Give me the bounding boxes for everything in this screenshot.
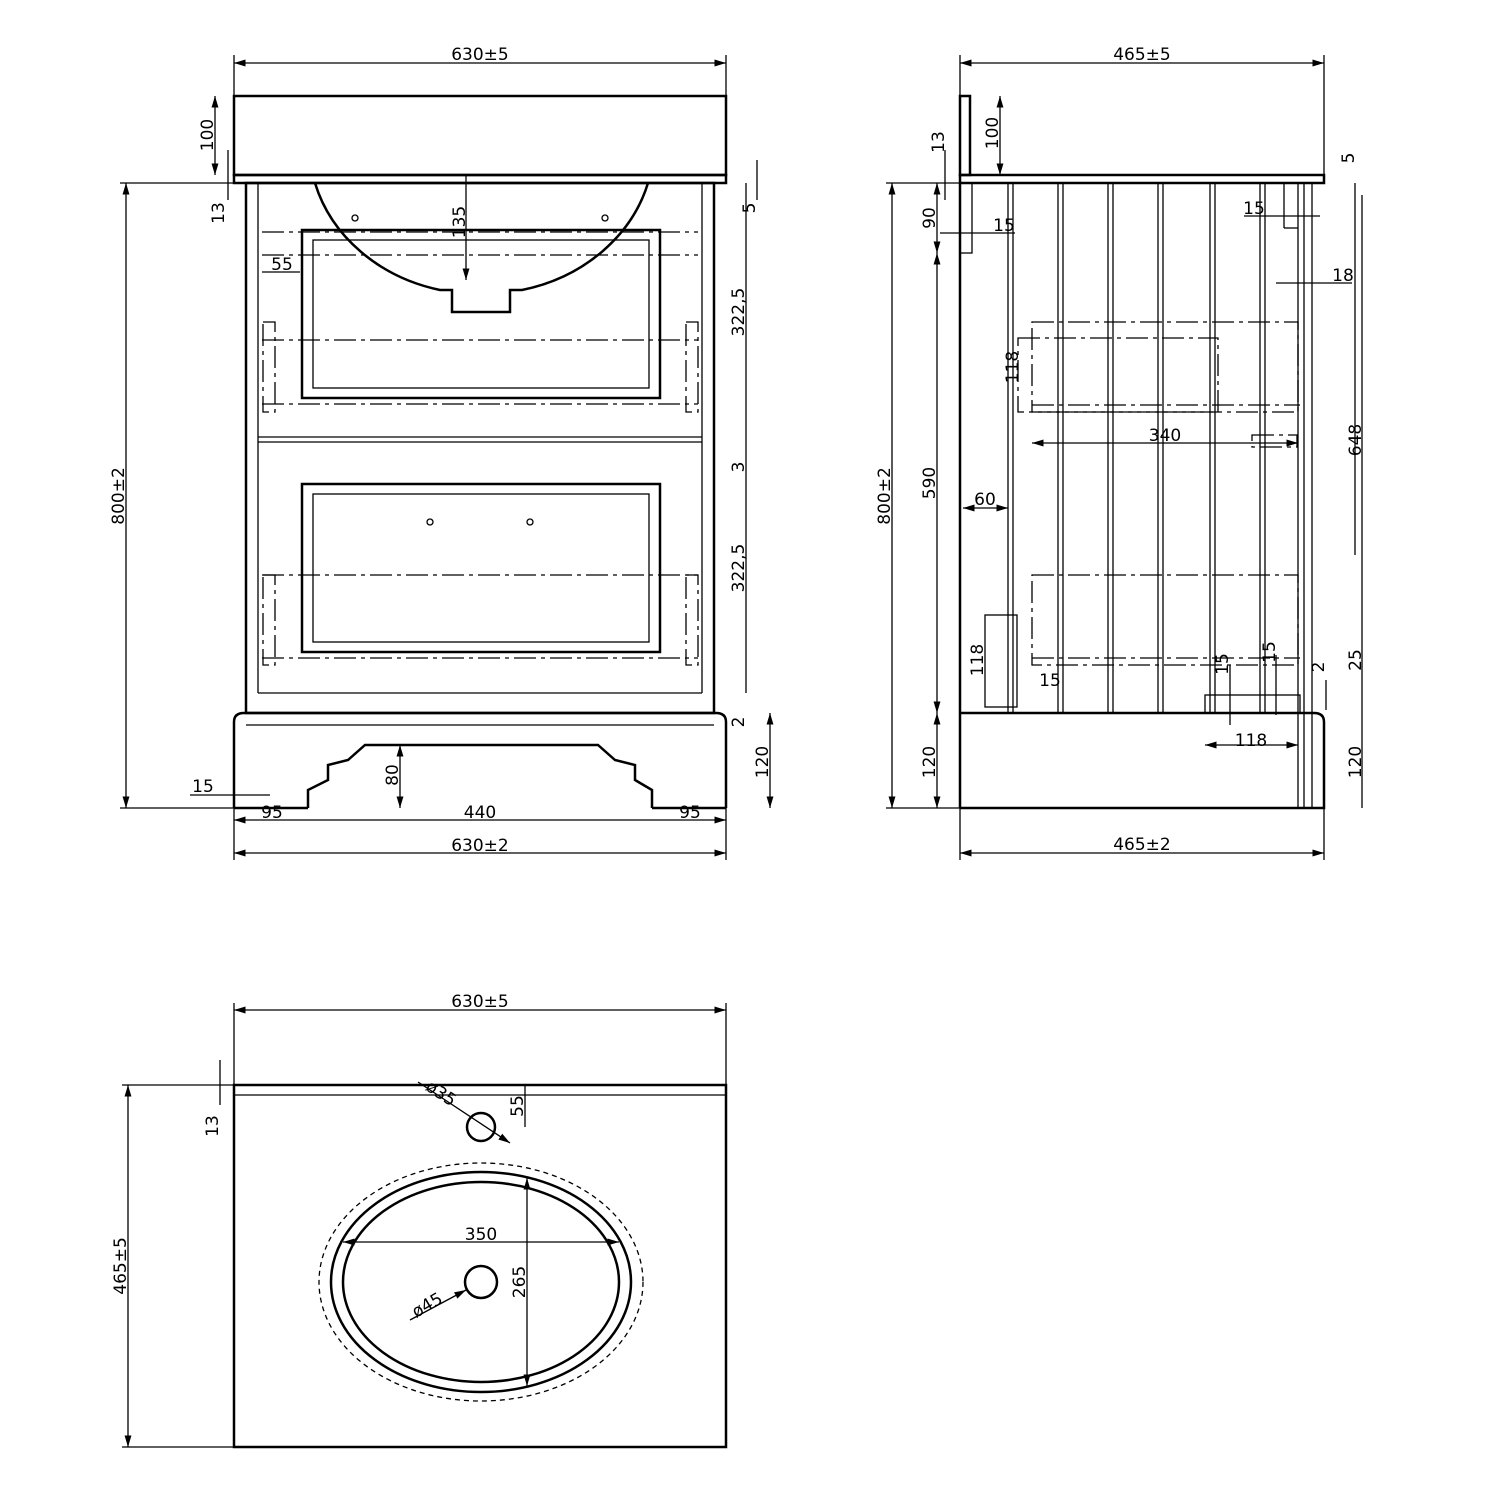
basin-bowl	[341, 1180, 621, 1384]
dim-label: 90	[920, 207, 940, 229]
front-view-labels: 630±5 100 13 5 135 55 322,5 3 322,5 2 12…	[109, 45, 773, 856]
dim-label: 265	[510, 1266, 530, 1298]
dim-label: 100	[983, 117, 1003, 149]
dim-label: 118	[968, 644, 988, 676]
countertop-top	[232, 1083, 728, 1449]
dim-label: 2	[729, 717, 749, 728]
dim-label: 118	[1235, 731, 1267, 751]
dim-label: 5	[740, 203, 760, 214]
dim-label: 120	[920, 746, 940, 778]
dim-label: 800±2	[109, 467, 129, 525]
dim-label: 648	[1346, 424, 1366, 456]
dim-label: 630±5	[451, 992, 509, 1012]
basin-rim-outer	[318, 1162, 644, 1402]
front-view	[120, 55, 774, 860]
dim-label: 15	[1213, 653, 1233, 675]
dim-label: 13	[209, 202, 229, 224]
dim-label: 590	[920, 467, 940, 499]
dim-label: 440	[464, 803, 496, 823]
handle-hole	[426, 518, 434, 526]
dim-label: 322,5	[729, 288, 749, 337]
dim-label: 13	[203, 1115, 223, 1137]
dim-label: 2	[1309, 662, 1329, 673]
dim-label: 800±2	[875, 467, 895, 525]
dim-label: 630±5	[451, 45, 509, 65]
dim-label: 465±2	[1113, 835, 1171, 855]
dim-label: 95	[679, 803, 701, 823]
backsplash	[232, 94, 728, 177]
dim-label: 465±5	[111, 1237, 131, 1295]
countertop-edge	[958, 173, 1326, 185]
plinth-cutout	[306, 743, 654, 808]
dim-label: 465±5	[1113, 45, 1171, 65]
plinth	[232, 711, 728, 808]
dim-label: 118	[1003, 351, 1023, 383]
dim-label: 100	[198, 119, 218, 151]
dim-label: 135	[450, 206, 470, 238]
dim-label: 55	[508, 1095, 528, 1117]
drain-hole	[463, 1264, 499, 1300]
dim-label: 60	[974, 490, 996, 510]
drawer-lower	[300, 482, 662, 654]
basin-rim	[329, 1170, 633, 1394]
dim-label: 55	[271, 255, 293, 275]
dim-label: 120	[1346, 746, 1366, 778]
dim-label: 15	[993, 216, 1015, 236]
side-view-labels: 465±5 100 13 5 90 15 15 18 118 340 800±2…	[875, 45, 1366, 855]
dim-label: 350	[465, 1225, 497, 1245]
dim-label: 340	[1149, 426, 1181, 446]
backsplash	[958, 94, 972, 177]
dim-label: 15	[1243, 199, 1265, 219]
drawer-upper	[300, 228, 662, 400]
dim-label: 15	[1039, 671, 1061, 691]
handle-hole	[526, 518, 534, 526]
side-slats	[1007, 183, 1266, 713]
dim-label: 322,5	[729, 544, 749, 593]
basin-outline	[313, 182, 650, 314]
side-view	[886, 55, 1363, 860]
tap-hole	[465, 1111, 497, 1143]
plinth	[960, 711, 1326, 810]
dim-label: 15	[1260, 641, 1280, 663]
dim-label: 15	[192, 777, 214, 797]
dim-label: 80	[383, 764, 403, 786]
dim-label: 3	[729, 462, 749, 473]
dim-label: 25	[1346, 649, 1366, 671]
dim-label: 18	[1332, 266, 1354, 286]
dim-label: 120	[753, 746, 773, 778]
top-view	[122, 1003, 728, 1449]
dim-label: 13	[929, 131, 949, 153]
dim-label: 630±2	[451, 836, 509, 856]
dim-label: 5	[1339, 153, 1359, 164]
cabinet-body	[244, 181, 716, 715]
dim-label: 95	[261, 803, 283, 823]
